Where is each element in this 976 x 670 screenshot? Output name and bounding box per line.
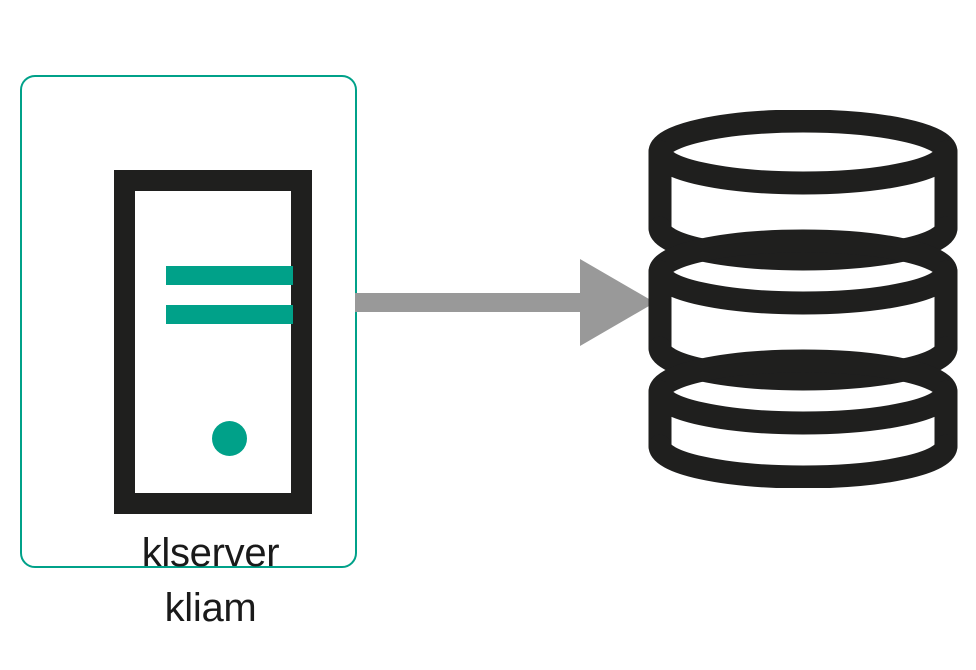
server-node-label-line-1: klserver — [141, 531, 280, 575]
server-drive-bay-bar-1 — [166, 266, 293, 285]
server-drive-bay-bar-2 — [166, 305, 293, 324]
server-power-led-icon — [212, 421, 247, 456]
database-stacked-discs-icon — [648, 109, 958, 489]
flow-arrow-server-to-database — [355, 255, 657, 350]
server-chassis — [114, 170, 312, 514]
server-tower-icon — [114, 170, 312, 514]
server-node-container[interactable]: klserver kliam — [20, 75, 357, 628]
server-node-label-line-2: kliam — [164, 586, 257, 630]
arrow-right-icon — [355, 259, 655, 346]
database-cylinder-icon[interactable] — [648, 109, 958, 489]
